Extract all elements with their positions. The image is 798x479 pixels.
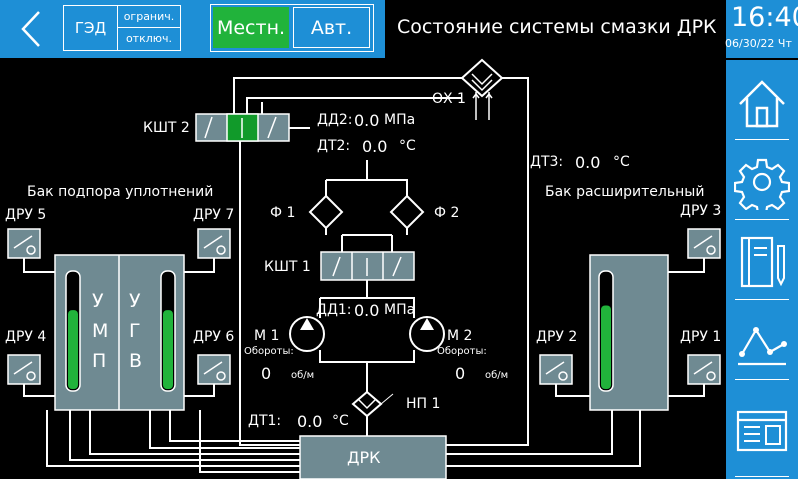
mode-switch: Местн. Авт.: [210, 4, 374, 52]
dd1-value: 0.0: [354, 301, 380, 320]
ump-letter-1: У: [92, 290, 104, 312]
home-button[interactable]: [729, 62, 795, 142]
ugv-letter-3: В: [129, 350, 143, 372]
motor-m2[interactable]: [409, 316, 445, 352]
ged-limit-button[interactable]: огранич.: [118, 6, 180, 28]
m2-rpm-label: Обороты:: [437, 346, 487, 357]
dru2-label: ДРУ 2: [536, 329, 578, 345]
clock-time: 16:40: [731, 2, 798, 33]
seal-tank-title: Бак подпора уплотнений: [27, 184, 214, 200]
ksht1-label: КШТ 1: [264, 259, 311, 275]
m1-rpm-unit: об/м: [291, 370, 315, 381]
pump-np1[interactable]: [351, 390, 394, 418]
dt2-label: ДТ2:: [317, 138, 351, 154]
ump-letter-2: М: [92, 320, 109, 342]
sensor-dru4[interactable]: [7, 354, 41, 385]
m2-label: М 2: [447, 328, 473, 344]
ksht2-label: КШТ 2: [143, 120, 190, 136]
sensor-dru2[interactable]: [539, 354, 573, 385]
valve-ksht1[interactable]: [320, 251, 415, 281]
expansion-tank-title: Бак расширительный: [545, 184, 705, 200]
motor-m1[interactable]: [289, 316, 325, 352]
page-title: Состояние системы смазки ДРК: [397, 16, 717, 38]
notebook-icon: [740, 236, 785, 288]
dt1-value: 0.0: [297, 412, 323, 431]
drk-label: ДРК: [347, 448, 381, 467]
dru1-label: ДРУ 1: [680, 329, 722, 345]
drk-unit[interactable]: [299, 435, 447, 479]
chevron-left-icon: [21, 11, 40, 47]
m1-label: М 1: [254, 328, 280, 344]
trends-button[interactable]: [729, 302, 795, 382]
dru5-label: ДРУ 5: [5, 207, 47, 223]
dt3-value: 0.0: [575, 153, 601, 172]
dru4-label: ДРУ 4: [5, 329, 47, 345]
m1-rpm-label: Обороты:: [244, 346, 294, 357]
dd1-unit: МПа: [384, 302, 416, 318]
dt1-unit: °С: [332, 413, 349, 429]
dt1-label: ДТ1:: [248, 413, 282, 429]
ump-letter-3: П: [92, 350, 107, 372]
settings-button[interactable]: [729, 142, 795, 222]
dt2-value: 0.0: [362, 137, 388, 156]
dd2-value: 0.0: [354, 111, 380, 130]
window-icon: [736, 410, 788, 451]
sensor-dru1[interactable]: [687, 354, 721, 385]
dd2-label: ДД2:: [317, 112, 353, 128]
filter-f1[interactable]: [308, 194, 344, 230]
clock-panel: [726, 0, 798, 58]
ged-off-button[interactable]: отключ.: [125, 32, 173, 45]
dru7-label: ДРУ 7: [193, 207, 235, 223]
sensor-dru6[interactable]: [197, 354, 231, 385]
journal-button[interactable]: [729, 222, 795, 302]
dt3-unit: °С: [613, 154, 630, 170]
level-gauge-expansion: [598, 270, 614, 392]
f2-label: Ф 2: [434, 205, 460, 221]
ged-button[interactable]: ГЭД: [64, 6, 118, 50]
mode-auto-button[interactable]: Авт.: [293, 7, 370, 48]
screens-button[interactable]: [729, 382, 795, 479]
mode-local-button[interactable]: Местн.: [213, 7, 289, 48]
ox1-label: ОХ 1: [432, 91, 466, 107]
m2-rpm-unit: об/м: [485, 370, 509, 381]
cooler-ox1[interactable]: [460, 58, 504, 120]
filter-f2[interactable]: [389, 194, 425, 230]
sensor-dru7[interactable]: [197, 228, 231, 259]
level-gauge-ump: [65, 270, 81, 392]
ugv-letter-2: Г: [129, 320, 141, 342]
np1-label: НП 1: [406, 396, 441, 412]
level-gauge-ugv: [160, 270, 176, 392]
m2-rpm-value: 0: [455, 364, 466, 383]
ugv-letter-1: У: [129, 290, 141, 312]
chart-icon: [738, 327, 787, 366]
ged-group: ГЭД огранич. отключ.: [63, 5, 181, 51]
dd2-unit: МПа: [384, 112, 416, 128]
f1-label: Ф 1: [270, 205, 296, 221]
gear-icon: [734, 158, 790, 210]
back-button[interactable]: [8, 6, 54, 52]
dd1-label: ДД1:: [316, 302, 352, 318]
sensor-dru3[interactable]: [687, 228, 721, 259]
clock-date: 06/30/22 Чт: [725, 37, 792, 50]
dru3-label: ДРУ 3: [680, 203, 722, 219]
valve-ksht2[interactable]: [195, 113, 290, 142]
dt2-unit: °С: [399, 138, 416, 154]
sensor-dru5[interactable]: [7, 228, 41, 259]
header-controls: [0, 0, 385, 58]
dru6-label: ДРУ 6: [193, 329, 235, 345]
dt3-label: ДТ3:: [530, 154, 564, 170]
home-icon: [739, 80, 785, 128]
m1-rpm-value: 0: [261, 364, 272, 383]
